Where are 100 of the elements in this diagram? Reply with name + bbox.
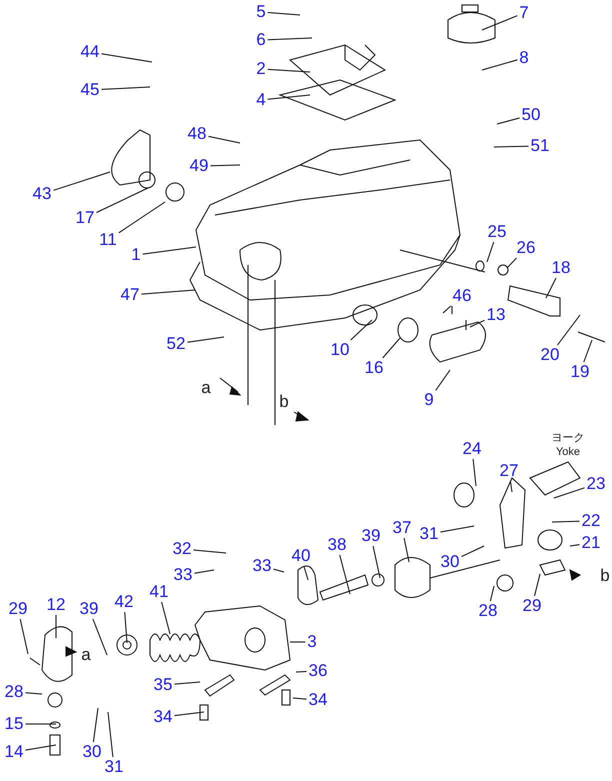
leader-line (382, 338, 400, 358)
callout-number: 33 (252, 557, 272, 575)
leader-line (25, 692, 42, 694)
callout-number: 17 (76, 209, 94, 227)
leader-line (174, 712, 204, 716)
leader-line (101, 53, 152, 62)
leader-line (496, 118, 520, 124)
callout-number: 15 (4, 715, 24, 733)
leader-line (486, 242, 494, 262)
callout-number: 46 (452, 287, 472, 305)
callout-number: 20 (540, 346, 560, 364)
callout-number: 42 (114, 593, 134, 611)
callout-number: 49 (190, 157, 208, 175)
leader-line (440, 526, 474, 532)
callout-number: 13 (486, 306, 506, 324)
leader-line (108, 712, 114, 758)
callout-number: 10 (330, 341, 350, 359)
leader-line (20, 618, 28, 654)
callout-number: 28 (4, 683, 24, 701)
leader-line (461, 546, 484, 558)
leader-line (53, 172, 110, 191)
leader-line (210, 164, 240, 166)
callout-number: 52 (166, 335, 186, 353)
leader-line (506, 258, 517, 268)
callout-number: 22 (582, 512, 600, 530)
leader-line (570, 544, 580, 546)
leader-line (194, 570, 214, 574)
callout-number: 30 (440, 553, 460, 571)
leader-line (557, 314, 580, 346)
leader-line (554, 487, 585, 498)
callout-number: 26 (516, 239, 536, 257)
leader-line (92, 708, 98, 742)
view-reference-letter: a (201, 379, 211, 397)
leader-line (510, 480, 512, 492)
callout-number: 5 (256, 3, 266, 21)
view-reference-letter: b (279, 393, 289, 411)
leader-line (435, 370, 450, 391)
leader-line (124, 612, 128, 644)
callout-number: 27 (500, 462, 518, 480)
callout-number: 38 (328, 536, 346, 554)
callout-number: 9 (424, 391, 434, 409)
leader-line (534, 574, 540, 596)
callout-number: 32 (172, 540, 192, 558)
leader-line (404, 538, 410, 562)
leader-line (482, 59, 518, 70)
leader-line (303, 566, 308, 580)
leader-line (118, 202, 166, 234)
callout-number: 31 (104, 758, 124, 776)
leader-line (96, 188, 148, 213)
leader-line (442, 306, 452, 314)
leader-line (546, 278, 556, 298)
leader-line (490, 586, 494, 602)
callout-number: 24 (462, 440, 482, 458)
callout-number: 51 (530, 137, 550, 155)
callout-number: 29 (8, 600, 28, 618)
callout-number: 31 (420, 525, 438, 543)
callout-number: 16 (364, 359, 384, 377)
leader-line (296, 671, 307, 672)
leader-line (482, 15, 518, 30)
callout-number: 47 (120, 286, 140, 304)
leader-line (193, 550, 226, 554)
callout-number: 23 (586, 475, 606, 493)
callout-number: 29 (522, 597, 542, 615)
leader-line (174, 682, 200, 685)
leader-line (583, 340, 592, 362)
leader-line (552, 520, 580, 522)
callout-number: 14 (4, 743, 24, 761)
leader-line (161, 602, 170, 634)
callout-number: 34 (308, 691, 328, 709)
callout-number: 1 (131, 246, 141, 264)
callout-number: 43 (32, 185, 52, 203)
leader-line (267, 38, 312, 40)
callout-number: 25 (488, 223, 506, 241)
leader-line (372, 546, 380, 578)
callout-number: 36 (308, 662, 328, 680)
callout-number: 2 (256, 60, 266, 78)
callout-number: 34 (154, 708, 172, 726)
callout-number: 11 (99, 231, 117, 249)
leader-line (142, 246, 196, 255)
callout-number: 35 (154, 676, 172, 694)
callout-number: 45 (80, 81, 100, 99)
leader-line (208, 136, 240, 144)
leader-line (339, 554, 350, 594)
leader-line (141, 290, 196, 295)
callout-number: 7 (519, 4, 529, 22)
view-reference-letter: b (600, 567, 610, 585)
leader-line (92, 618, 108, 656)
callout-number: 40 (292, 547, 310, 565)
callout-number: 44 (80, 43, 100, 61)
leader-line (292, 698, 307, 700)
leader-line (267, 12, 300, 16)
part-name: ヨーク (552, 432, 584, 444)
callout-number: 21 (582, 534, 600, 552)
callout-number: 37 (392, 519, 412, 537)
callout-number: 4 (256, 91, 266, 109)
callout-number: 30 (82, 743, 102, 761)
leader-line (472, 458, 476, 486)
leader-line (273, 568, 284, 572)
callout-number: 6 (256, 31, 266, 49)
callout-number: 3 (307, 633, 317, 651)
